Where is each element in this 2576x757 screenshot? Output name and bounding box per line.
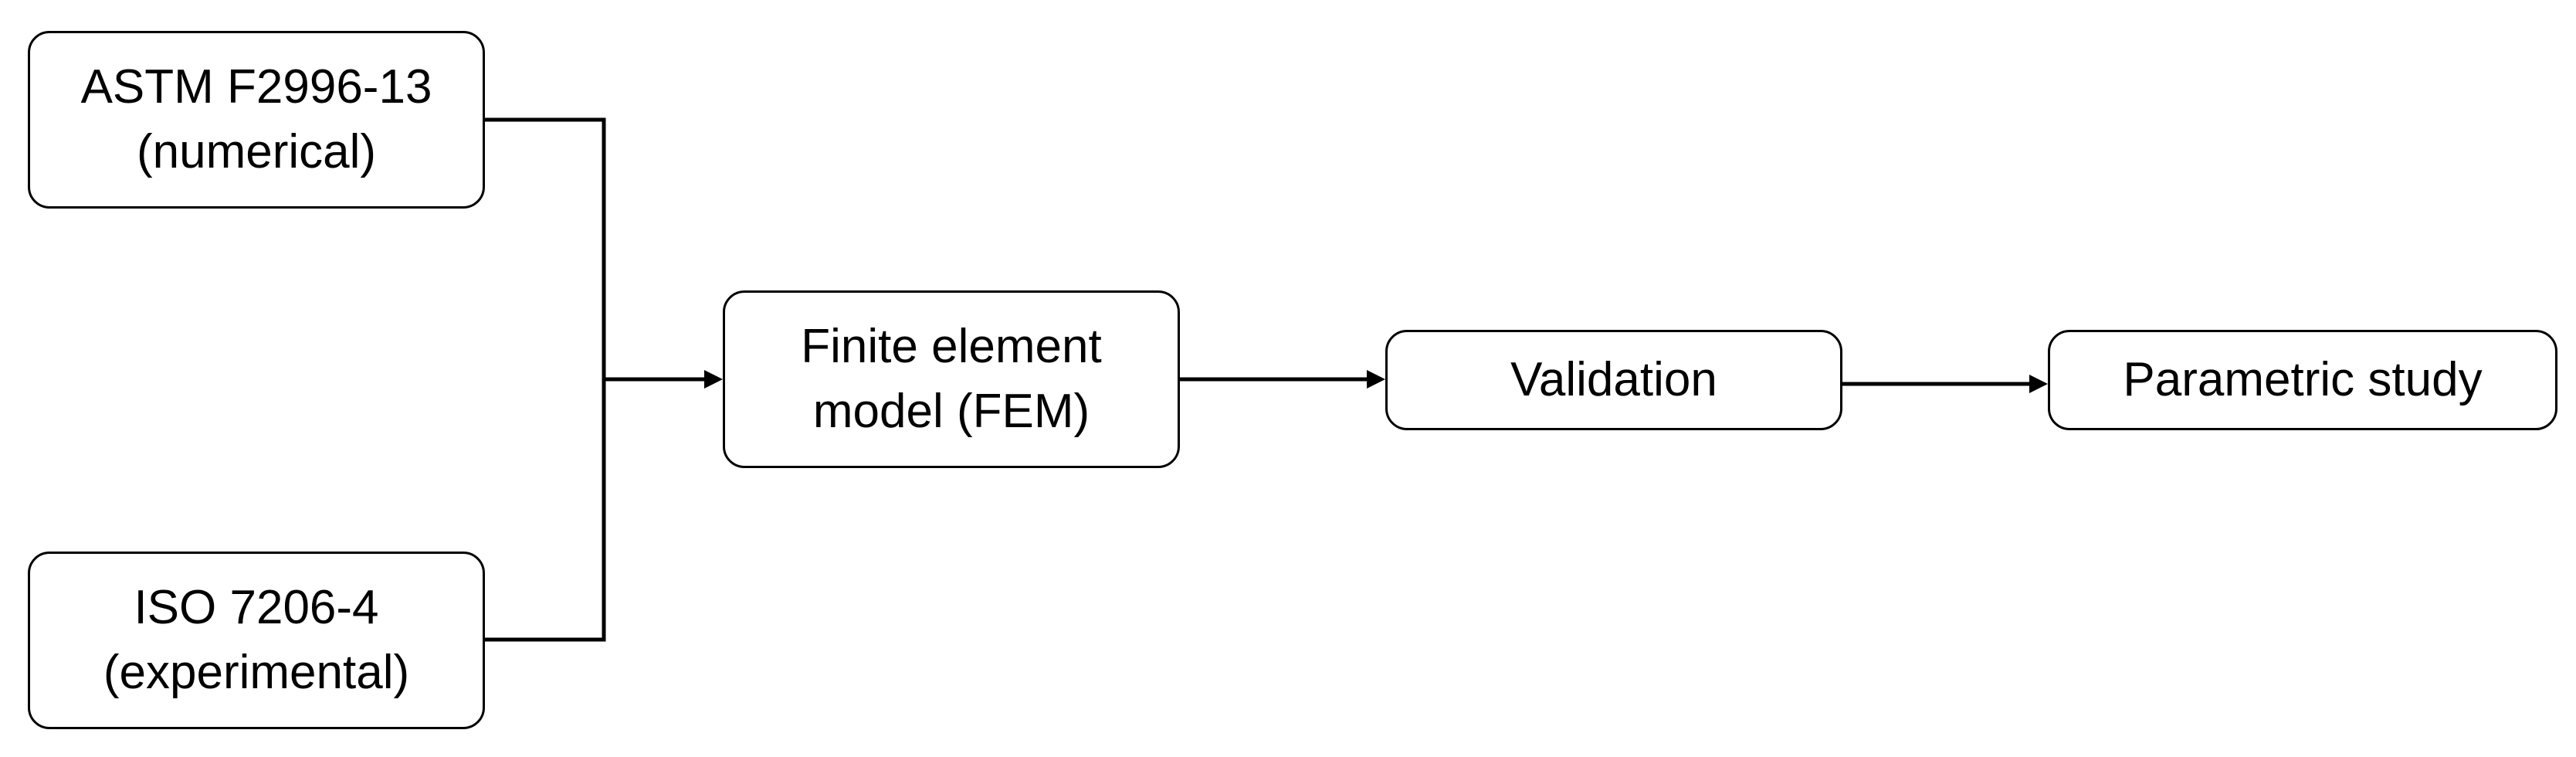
validation-label: Validation: [1510, 353, 1717, 406]
connector-astm-to-junction: [485, 117, 606, 381]
arrowhead-parametric: [2029, 375, 2048, 393]
arrowhead-fem: [704, 370, 723, 389]
fem-label-line2: model (FEM): [812, 385, 1090, 438]
fem-box: Finite element model (FEM): [723, 290, 1180, 468]
arrowhead-validation: [1367, 370, 1385, 389]
fem-label: Finite element model (FEM): [801, 314, 1101, 444]
astm-numerical-box: ASTM F2996-13 (numerical): [28, 31, 485, 209]
fem-label-line1: Finite element: [801, 320, 1102, 373]
astm-label-line2: (numerical): [136, 125, 377, 178]
parametric-label: Parametric study: [2123, 353, 2483, 406]
astm-label: ASTM F2996-13 (numerical): [81, 55, 432, 185]
iso-experimental-box: ISO 7206-4 (experimental): [28, 552, 485, 729]
iso-label: ISO 7206-4 (experimental): [103, 575, 409, 705]
parametric-study-box: Parametric study: [2048, 330, 2557, 430]
validation-box: Validation: [1385, 330, 1842, 430]
connector-iso-to-junction: [485, 381, 606, 642]
iso-label-line2: (experimental): [103, 646, 410, 699]
iso-label-line1: ISO 7206-4: [134, 581, 379, 634]
astm-label-line1: ASTM F2996-13: [80, 60, 432, 114]
